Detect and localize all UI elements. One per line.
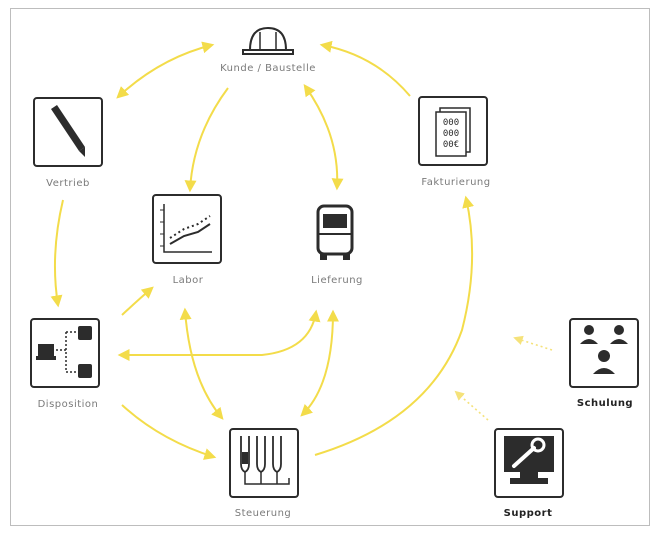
group-icon (580, 325, 628, 374)
box-support (494, 428, 564, 498)
arrow-fakturierung-kunde (319, 40, 411, 97)
label-fakturierung: Fakturierung (421, 177, 491, 188)
box-labor (152, 194, 222, 264)
label-disposition: Disposition (37, 399, 99, 410)
arrow-kunde-labor (184, 87, 229, 193)
invoice-row-1: 000 (443, 118, 459, 128)
invoice-icon: 000 000 00€ (435, 107, 471, 157)
arrow-disposition-lieferung (117, 309, 321, 361)
diagram-frame (10, 8, 650, 526)
arrow-steuerung-fakturierung (314, 195, 474, 456)
chart-icon (160, 204, 212, 253)
arrow-kunde-lieferung (303, 84, 344, 191)
hardhat-icon (242, 26, 294, 55)
arrow-support (454, 390, 489, 421)
silos-icon (240, 436, 290, 485)
arrow-vertrieb-disposition (50, 199, 64, 308)
label-support: Support (503, 508, 553, 519)
label-lieferung: Lieferung (311, 275, 363, 286)
box-schulung (569, 318, 639, 388)
arrow-schulung (513, 335, 553, 351)
box-fakturierung: 000 000 00€ (418, 96, 488, 166)
label-labor: Labor (172, 275, 204, 286)
arrow-disposition-labor (121, 286, 154, 316)
arrow-lieferung-steuerung (300, 309, 339, 417)
label-schulung: Schulung (576, 398, 634, 409)
label-vertrieb: Vertrieb (46, 178, 90, 189)
pen-icon (51, 105, 85, 157)
box-vertrieb (33, 97, 103, 167)
invoice-row-3: 00€ (443, 140, 459, 150)
wrench-monitor-icon (504, 436, 554, 484)
box-disposition (30, 318, 100, 388)
label-steuerung: Steuerung (234, 508, 292, 519)
invoice-row-2: 000 (443, 129, 459, 139)
box-steuerung (229, 428, 299, 498)
arrow-kunde-vertrieb (116, 41, 215, 99)
arrow-disposition-steuerung (121, 404, 217, 460)
dispatch-icon (36, 326, 92, 378)
label-kunde: Kunde / Baustelle (220, 63, 316, 74)
arrow-labor-steuerung (179, 307, 224, 420)
truck-icon (316, 204, 354, 260)
